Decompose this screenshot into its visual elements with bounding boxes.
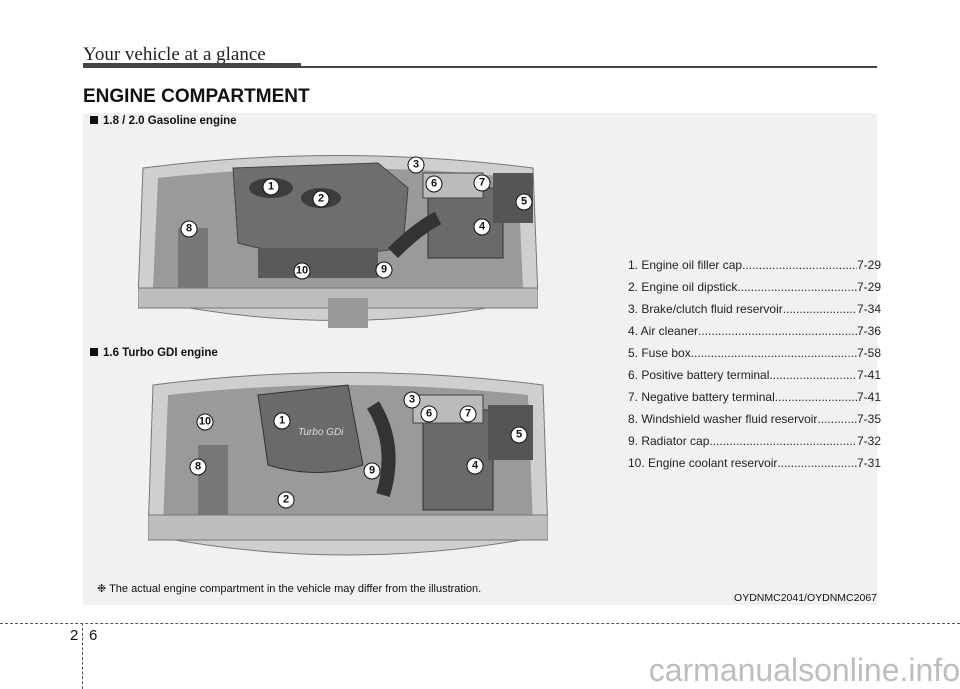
- legend-label: 1. Engine oil filler cap: [628, 258, 743, 272]
- leader-dots: [709, 433, 857, 455]
- legend-label: 8. Windshield washer fluid reservoir: [628, 412, 818, 426]
- figure-caption-1: 1.8 / 2.0 Gasoline engine: [90, 115, 237, 127]
- legend-item: 3. Brake/clutch fluid reservoir 7-34: [628, 301, 881, 323]
- chapter-number: 2: [70, 627, 79, 644]
- callout-marker: 10: [293, 262, 311, 280]
- header-rule-thick: [83, 63, 301, 68]
- callout-marker: 2: [277, 491, 295, 509]
- legend-label: 5. Fuse box: [628, 346, 691, 360]
- caption-text: 1.8 / 2.0 Gasoline engine: [103, 115, 237, 127]
- callout-marker: 9: [363, 462, 381, 480]
- page-title: ENGINE COMPARTMENT: [83, 86, 310, 107]
- callout-marker: 8: [180, 220, 198, 238]
- legend-page-ref: 7-58: [856, 346, 881, 360]
- engine-illustration-turbo-gdi: Turbo GDi: [148, 372, 548, 556]
- leader-dots: [769, 367, 857, 389]
- callout-marker: 1: [262, 178, 280, 196]
- bullet-square-icon: [90, 116, 98, 124]
- callout-marker: 10: [196, 413, 214, 431]
- leader-dots: [737, 279, 857, 301]
- header-rule: [83, 66, 877, 68]
- callout-marker: 2: [312, 190, 330, 208]
- legend-page-ref: 7-34: [856, 302, 881, 316]
- callout-marker: 7: [459, 405, 477, 423]
- component-legend: 1. Engine oil filler cap7-292. Engine oi…: [628, 257, 881, 477]
- legend-item: 7. Negative battery terminal 7-41: [628, 389, 881, 411]
- legend-item: 9. Radiator cap 7-32: [628, 433, 881, 455]
- legend-page-ref: 7-29: [856, 280, 881, 294]
- legend-page-ref: 7-31: [856, 456, 881, 470]
- callout-marker: 3: [407, 156, 425, 174]
- legend-page-ref: 7-41: [856, 368, 881, 382]
- leader-dots: [777, 455, 857, 477]
- callout-marker: 5: [515, 193, 533, 211]
- footer-divider: [0, 623, 960, 624]
- callout-marker: 6: [425, 175, 443, 193]
- leader-dots: [817, 411, 857, 433]
- section-header: Your vehicle at a glance: [83, 44, 266, 65]
- callout-marker: 1: [273, 412, 291, 430]
- figure-caption-2: 1.6 Turbo GDI engine: [90, 347, 218, 359]
- legend-label: 6. Positive battery terminal: [628, 368, 770, 382]
- leader-dots: [775, 389, 857, 411]
- legend-item: 2. Engine oil dipstick 7-29: [628, 279, 881, 301]
- legend-label: 7. Negative battery terminal: [628, 390, 775, 404]
- leader-dots: [783, 301, 857, 323]
- figure-code: OYDNMC2041/OYDNMC2067: [734, 592, 877, 604]
- legend-label: 10. Engine coolant reservoir: [628, 456, 778, 470]
- leader-dots: [742, 257, 857, 279]
- page-number: 6: [89, 627, 98, 644]
- legend-item: 10. Engine coolant reservoir 7-31: [628, 455, 881, 477]
- callout-marker: 5: [510, 426, 528, 444]
- leader-dots: [691, 345, 857, 367]
- callout-marker: 9: [375, 261, 393, 279]
- caption-text: 1.6 Turbo GDI engine: [103, 347, 218, 359]
- legend-item: 4. Air cleaner 7-36: [628, 323, 881, 345]
- leader-dots: [698, 323, 857, 345]
- legend-item: 5. Fuse box 7-58: [628, 345, 881, 367]
- callout-marker: 3: [403, 391, 421, 409]
- legend-item: 6. Positive battery terminal 7-41: [628, 367, 881, 389]
- callout-marker: 7: [473, 174, 491, 192]
- callout-marker: 8: [189, 458, 207, 476]
- legend-label: 2. Engine oil dipstick: [628, 280, 738, 294]
- legend-page-ref: 7-35: [856, 412, 881, 426]
- legend-label: 4. Air cleaner: [628, 324, 699, 338]
- watermark: carmanualsonline.info: [648, 652, 960, 688]
- legend-label: 9. Radiator cap: [628, 434, 710, 448]
- legend-label: 3. Brake/clutch fluid reservoir: [628, 302, 783, 316]
- legend-page-ref: 7-41: [856, 390, 881, 404]
- legend-page-ref: 7-29: [856, 258, 881, 272]
- legend-item: 8. Windshield washer fluid reservoir 7-35: [628, 411, 881, 433]
- legend-page-ref: 7-32: [856, 434, 881, 448]
- legend-item: 1. Engine oil filler cap 7-29: [628, 257, 881, 279]
- bullet-square-icon: [90, 348, 98, 356]
- callout-marker: 4: [473, 218, 491, 236]
- page-number-divider: [82, 623, 83, 689]
- legend-page-ref: 7-36: [856, 324, 881, 338]
- disclaimer-note: ❉ The actual engine compartment in the v…: [97, 583, 482, 595]
- callout-marker: 6: [420, 405, 438, 423]
- callout-marker: 4: [466, 457, 484, 475]
- turbo-gdi-logo: Turbo GDi: [298, 427, 344, 438]
